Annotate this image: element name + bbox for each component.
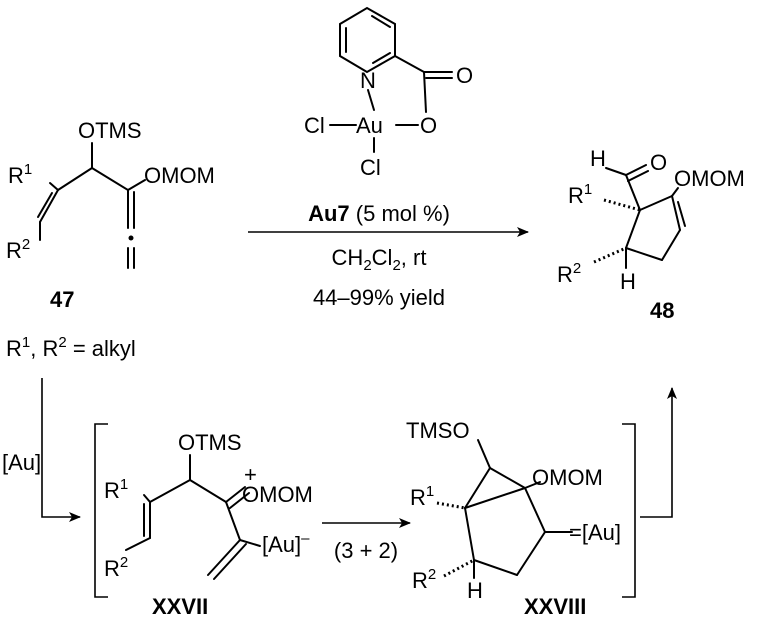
catalyst-cl-left: Cl <box>304 113 325 138</box>
reactant-47-structure <box>37 142 146 269</box>
reactant-r1: R1 <box>8 161 32 188</box>
intermediate-xxvii-structure <box>125 454 261 580</box>
allene-center-dot <box>128 235 134 241</box>
reactant-r2: R2 <box>6 236 30 263</box>
reactant-omom: OMOM <box>144 163 215 188</box>
catalyst-n-atom: N <box>360 68 376 93</box>
xxviii-h: H <box>467 578 483 603</box>
catalyst-au7-structure <box>329 6 453 153</box>
xxviii-omom: OMOM <box>532 465 603 490</box>
catalyst-cl-bottom: Cl <box>360 155 381 180</box>
bracket-right <box>622 423 636 598</box>
product-48-structure <box>593 164 686 269</box>
product-r1: R1 <box>568 181 592 208</box>
reactant-substituent-note: R1, R2 = alkyl <box>6 334 136 361</box>
cycloaddition-label: (3 + 2) <box>334 538 398 563</box>
product-omom: OMOM <box>674 166 745 191</box>
product-aldehyde-h: H <box>590 146 606 171</box>
au-step-label: [Au] <box>2 450 41 475</box>
xxviii-r1: R1 <box>410 483 434 510</box>
product-h: H <box>620 269 636 294</box>
bracket-left <box>94 423 108 598</box>
reactant-otms: OTMS <box>78 118 142 143</box>
product-aldehyde-o: O <box>650 150 667 175</box>
xxviii-tmso: TMSO <box>406 418 470 443</box>
catalyst-o-bridge: O <box>420 113 437 138</box>
arrow-to-product <box>640 387 677 518</box>
xxvii-label: XXVII <box>152 594 208 619</box>
arrow-to-xxvii <box>41 378 81 522</box>
catalyst-carbonyl-o: O <box>456 63 473 88</box>
intermediate-xxviii-structure <box>436 439 573 579</box>
xxvii-omom: OMOM <box>242 482 313 507</box>
xxvii-otms: OTMS <box>178 430 242 455</box>
xxvii-au: [Au]– <box>262 530 310 557</box>
xxviii-au: =[Au] <box>569 520 621 545</box>
xxviii-r2: R2 <box>412 566 436 593</box>
xxvii-r2: R2 <box>104 554 128 581</box>
conditions-solvent: CH2Cl2, rt <box>332 245 427 274</box>
catalyst-au-atom: Au <box>356 113 383 138</box>
xxviii-label: XXVIII <box>524 594 586 619</box>
product-r2: R2 <box>557 260 581 287</box>
conditions-catalyst: Au7 (5 mol %) <box>308 201 450 226</box>
xxvii-r1: R1 <box>104 476 128 503</box>
reactant-compound-number: 47 <box>50 287 74 312</box>
conditions-yield: 44–99% yield <box>313 285 445 310</box>
product-compound-number: 48 <box>650 298 674 323</box>
xxvii-oxonium-plus: + <box>244 462 257 487</box>
